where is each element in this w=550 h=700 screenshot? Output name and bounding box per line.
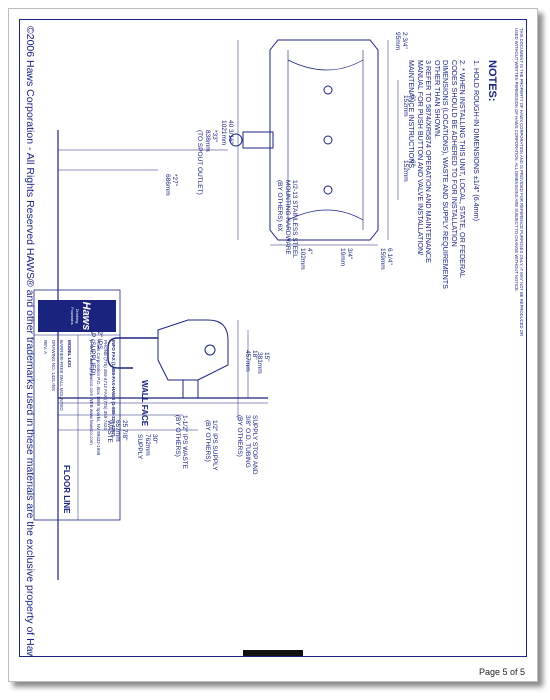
title-block-border <box>33 289 121 521</box>
wall-face-label: WALL FACE <box>140 380 149 427</box>
dim-40-3-16: 40 3/16" 1021mm <box>219 120 234 146</box>
dim-15: 15" 381mm <box>255 352 270 374</box>
fountain-plan-outline <box>269 39 379 241</box>
drawing-frame: THIS DOCUMENT IS THE PROPERTY OF HAWS CO… <box>19 19 527 657</box>
drawing-sheet: THIS DOCUMENT IS THE PROPERTY OF HAWS CO… <box>8 8 538 682</box>
ips-supply-label: 1/2" IPS SUPPLY (BY OTHERS) <box>203 420 218 471</box>
ips-waste-label: 1-1/2" IPS WASTE (BY OTHERS) <box>173 415 188 470</box>
dim-30-supply: 30" 762mm SUPPLY <box>136 434 158 460</box>
bowl-curve-left <box>287 59 364 71</box>
page-number: Page 5 of 5 <box>478 667 525 677</box>
mounting-hardware-label: 1/2-13 STAINLESS STEEL MOUNTING HARDWARE… <box>276 180 298 258</box>
bolt-icon <box>323 135 333 145</box>
note-1: 1. HOLD ROUGH-IN DIMENSIONS ±1/4" (6.4mm… <box>472 60 481 222</box>
valve-outlet <box>229 133 243 147</box>
rotated-drawing: THIS DOCUMENT IS THE PROPERTY OF HAWS CO… <box>20 20 526 657</box>
info-fax: INFO FAX (1-888-FAX-HAWS (1-888-329-4297… <box>111 340 116 437</box>
note-2: 2. * WHEN INSTALLING THIS UNIT, LOCAL, S… <box>432 60 467 289</box>
revision: REV. A <box>43 340 48 355</box>
barcode-strip <box>243 650 303 656</box>
dim-25-7-8-waste: 25 7/8" 657mm WASTE <box>106 420 128 443</box>
floor-line-label: FLOOR LINE <box>62 465 71 514</box>
notes-title: NOTES: <box>486 60 498 102</box>
dim-33-spout: *33" 838mm (TO SPOUT OUTLET) <box>196 130 218 195</box>
dim-6-1-4: 6 1/4" 159mm <box>378 248 393 270</box>
dim-27: *27" 686mm <box>163 174 178 196</box>
address: Haws Corporation P.O. Box 1999 Sparks, N… <box>96 340 101 456</box>
dim-3-4: 3/4" 19mm <box>338 248 353 267</box>
dim-6-b: 6" 152mm <box>401 160 416 182</box>
copyright-notice: ©2006 Haws Corporation - All Rights Rese… <box>24 26 36 657</box>
bolt-icon <box>323 85 333 95</box>
haws-logo: Haws Drinking Fountains <box>38 300 116 332</box>
dim-2-3-4: 2 3/4" 95mm <box>393 32 408 51</box>
trap-pipe <box>107 337 158 369</box>
drawing-number: DRAWING NO. 1431.INS <box>51 340 56 391</box>
fountain-side-outline <box>157 319 229 381</box>
model-number: MODEL 1431 <box>67 340 72 368</box>
technical-drawing <box>33 39 399 580</box>
dim-6-a: 6" 152mm <box>401 95 416 117</box>
valve-body <box>242 131 274 149</box>
fountain-plan-detail <box>287 50 364 230</box>
dim-4: 4" 102mm <box>298 248 313 270</box>
supply-stop-label: SUPPLY STOP AND 3/8" O.D. TUBING (BY OTH… <box>236 415 258 475</box>
bolt-icon <box>323 185 333 195</box>
model-description: BARRIER-FREE WALL MOUNTED <box>59 340 64 411</box>
bowl-curve-right <box>287 209 364 221</box>
push-button-icon <box>204 344 216 356</box>
phone-fax: PHONE (775) 359-4712 FAX (775) 359-7424 <box>103 340 108 430</box>
web-email: E-MAIL haws@hawsco.com WEB www.hawsco.co… <box>89 340 94 445</box>
